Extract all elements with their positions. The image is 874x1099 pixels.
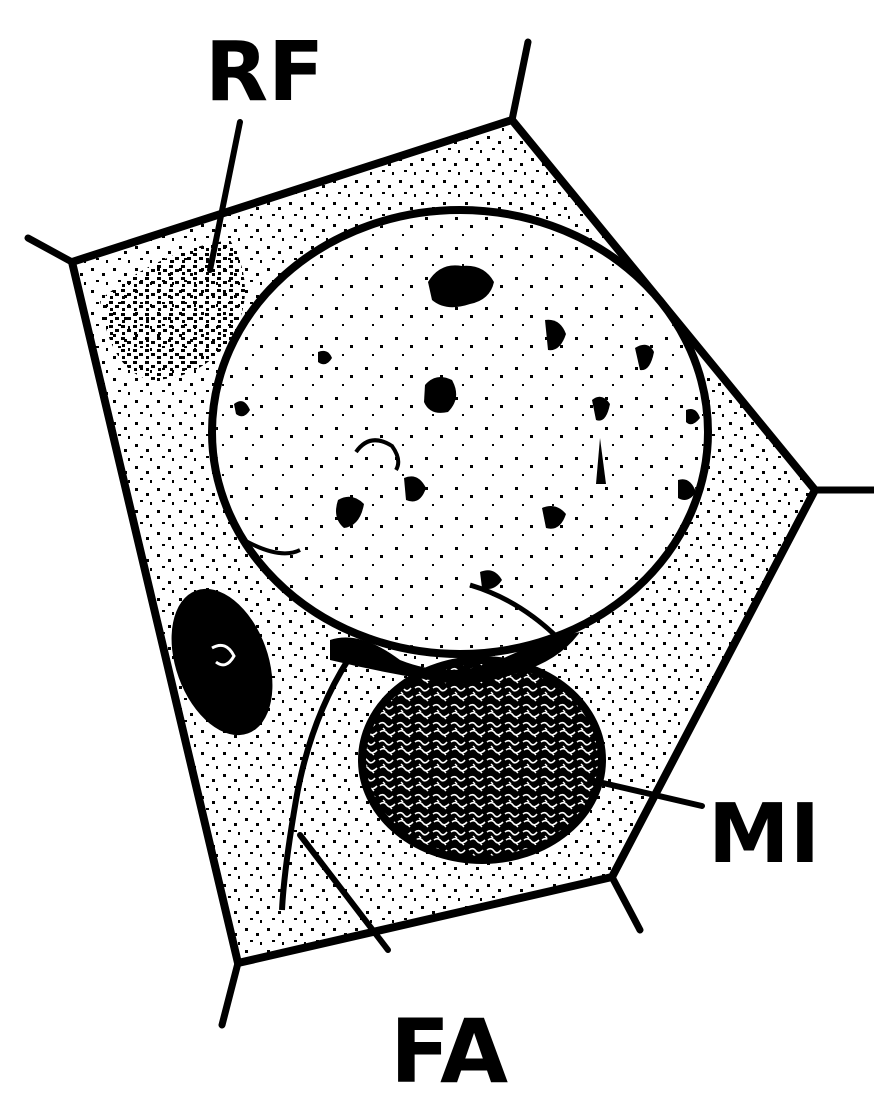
nucleus	[212, 210, 708, 654]
label-rf: RF	[205, 25, 324, 120]
label-mi: MI	[708, 787, 820, 882]
label-fa: FA	[390, 1000, 508, 1099]
mi-body	[362, 660, 602, 860]
